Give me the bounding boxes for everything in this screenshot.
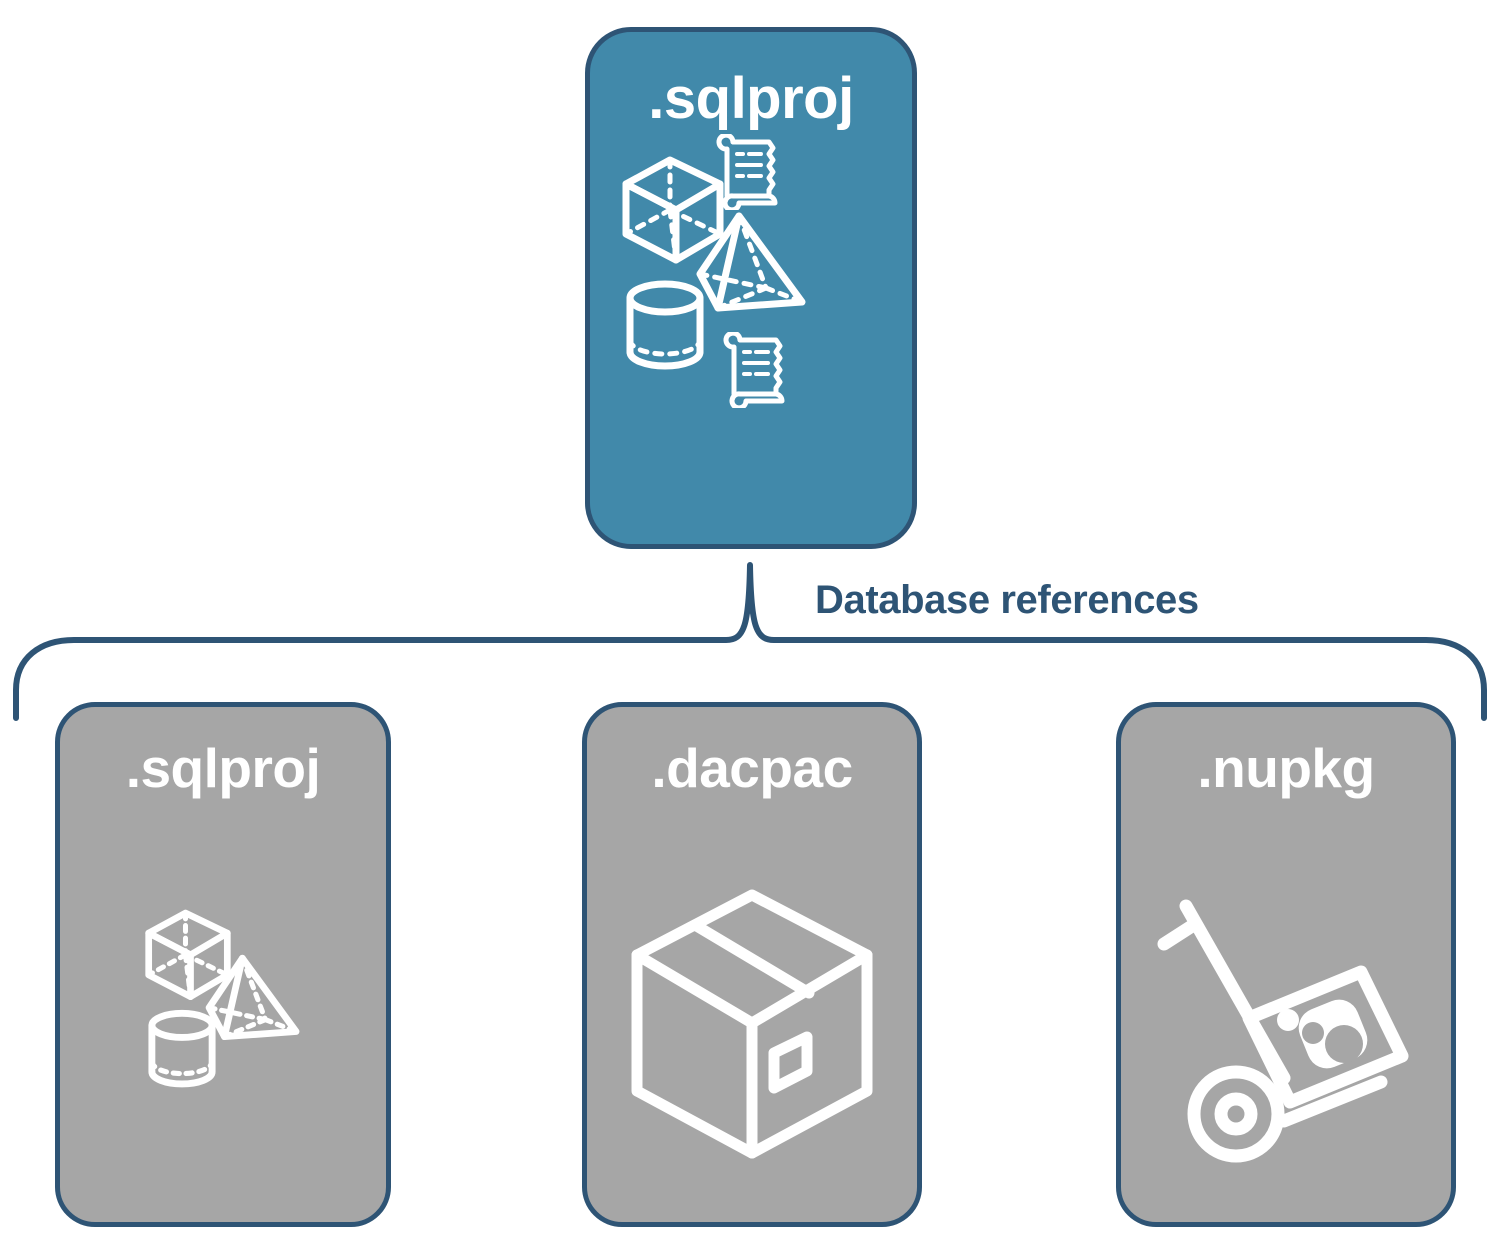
pyramid-wireframe-icon [696,212,806,312]
cylinder-wireframe-icon [626,280,704,370]
brace-path [13,562,1487,721]
node-label-ref-dacpac: .dacpac [651,737,853,799]
scroll-script-icon-top [716,134,778,210]
ref-sqlproj-icon-area [60,796,386,1222]
scroll-script-icon-bottom [723,332,785,408]
cube-wireframe-icon [622,156,724,264]
node-label-ref-sqlproj: .sqlproj [125,737,321,799]
node-card-ref-dacpac[interactable]: .dacpac [582,702,922,1227]
node-card-root-sqlproj[interactable]: .sqlproj [585,27,917,549]
node-label-ref-nupkg: .nupkg [1197,737,1375,799]
pyramid-wireframe-icon [205,954,300,1041]
ref-nupkg-icon-area [1121,796,1451,1222]
ref-dacpac-icon-area [587,796,917,1222]
node-label-root-sqlproj: .sqlproj [648,66,854,131]
root-icon-area [590,128,912,544]
connector-label: Database references [815,578,1199,622]
package-box-icon [631,889,873,1159]
node-card-ref-sqlproj[interactable]: .sqlproj [55,702,391,1227]
nuget-hand-truck-icon [1157,899,1409,1163]
node-card-ref-nupkg[interactable]: .nupkg [1116,702,1456,1227]
cylinder-wireframe-icon [148,1009,216,1088]
